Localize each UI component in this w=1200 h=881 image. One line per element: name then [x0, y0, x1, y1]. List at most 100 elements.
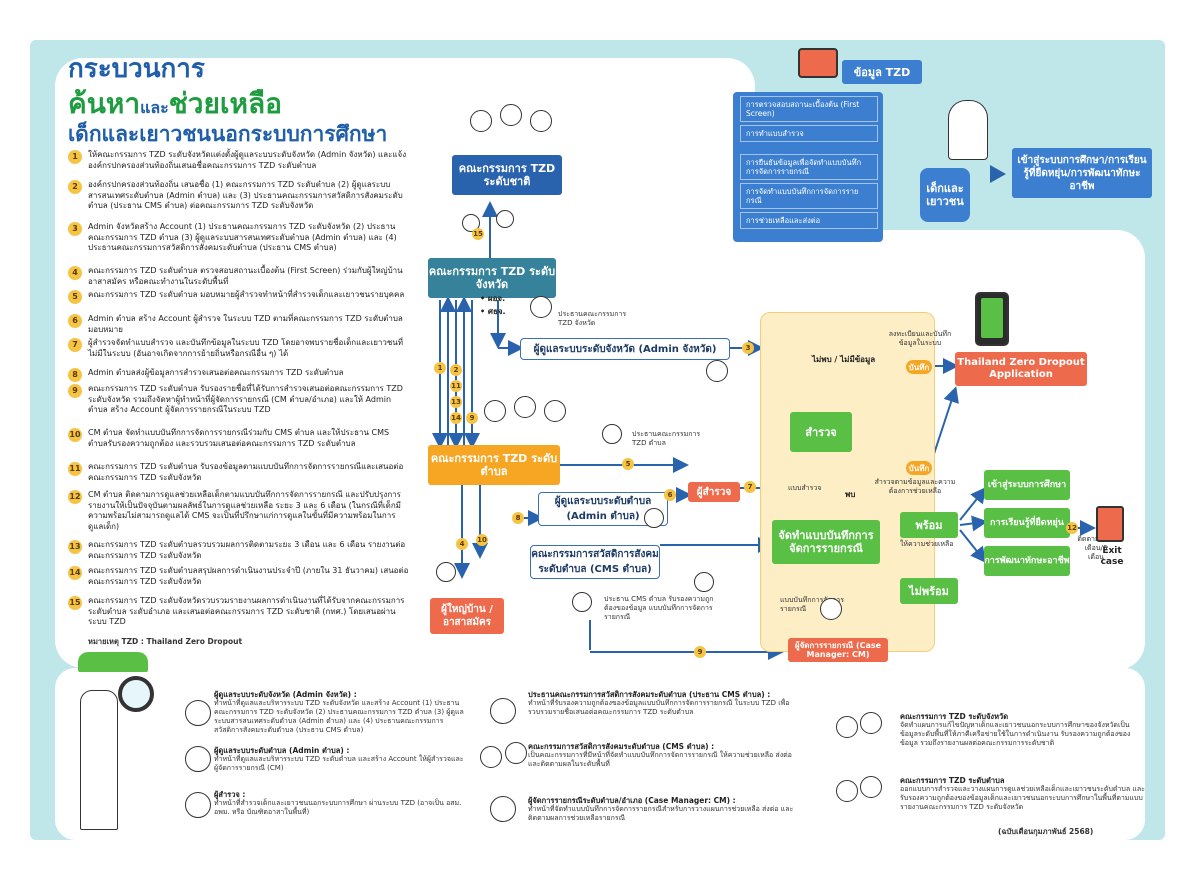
- not-found-label: ไม่พบ / ไม่มีข้อมูล: [812, 355, 876, 364]
- edge-3: 3: [742, 342, 754, 354]
- legend-text: ทำหน้าที่ดูแลและบริหารระบบ TZD ระดับจังห…: [214, 699, 464, 734]
- step-text: องค์กรปกครองส่วนท้องถิ่น เสนอชื่อ (1) คณ…: [88, 180, 403, 210]
- person-icon: [185, 792, 211, 818]
- person-icon: [462, 214, 480, 232]
- legend-item: คณะกรรมการสวัสดิการสังคมระดับตำบล (CMS ต…: [528, 742, 798, 769]
- sec-label: • ศธจ.: [480, 307, 506, 316]
- outcome-box: เข้าสู่ระบบการศึกษา/การเรียนรู้ที่ยืดหยุ…: [1012, 148, 1152, 198]
- legend-title: คณะกรรมการสวัสดิการสังคมระดับตำบล (CMS ต…: [528, 742, 715, 751]
- edge-9b: 9: [694, 646, 706, 658]
- legend-item: ประธานคณะกรรมการสวัสดิการสังคมระดับตำบล …: [528, 690, 798, 717]
- step-number: 7: [68, 338, 82, 352]
- chair-sub-note: ประธานคณะกรรมการ TZD ตำบล: [632, 430, 701, 447]
- po-label: • ผอจ.: [480, 294, 506, 303]
- person-icon: [514, 396, 536, 418]
- person-icon: [836, 780, 858, 802]
- child-label: เด็กและเยาวชน: [920, 168, 970, 222]
- edge-12: 12: [1066, 522, 1078, 534]
- person-icon: [860, 712, 882, 734]
- person-icon: [490, 796, 516, 822]
- found-label: พบ: [845, 490, 856, 499]
- node-village: ผู้ใหญ่บ้าน / อาสาสมัคร: [430, 598, 504, 634]
- step-number: 1: [68, 150, 82, 164]
- legend-text: ออกแบบการสำรวจและวางแผนการดูแลช่วยเหลือเ…: [900, 785, 1145, 811]
- edge-1: 1: [434, 362, 446, 374]
- paper-form-label: แบบสำรวจ: [788, 484, 822, 492]
- step-text: CM ตำบล ติดตามการดูแลช่วยเหลือเด็กตามแบบ…: [88, 490, 401, 531]
- person-icon: [185, 746, 211, 772]
- update-note: (ฉบับเดือนกุมภาพันธ์ 2568): [998, 827, 1094, 836]
- person-icon: [436, 562, 456, 582]
- person-icon: [602, 424, 622, 444]
- person-icon: [644, 508, 664, 528]
- step-text: Admin ตำบลส่งผู้ข้อมูลการสำรวจเสนอต่อคณะ…: [88, 368, 344, 377]
- person-icon: [505, 742, 527, 764]
- step-number: 5: [68, 290, 82, 304]
- step-text: Admin จังหวัดสร้าง Account (1) ประธานคณะ…: [88, 222, 397, 252]
- legend-text: ทำหน้าที่รับรองความถูกต้องของข้อมูลแบบบั…: [528, 699, 790, 716]
- edge-9: 9: [466, 412, 478, 424]
- step-text: คณะกรรมการ TZD ระดับตำบล ตรวจสอบสถานะเบื…: [88, 266, 403, 286]
- node-subdistrict: คณะกรรมการ TZD ระดับตำบล: [428, 445, 560, 485]
- person-icon: [572, 592, 592, 612]
- app-note: ลงทะเบียนและบันทึกข้อมูลในระบบ: [888, 330, 952, 347]
- record-label-2: บันทึก: [906, 461, 932, 475]
- tzd-header: ข้อมูล TZD: [842, 60, 922, 84]
- node-admin-province: ผู้ดูแลระบบระดับจังหวัด (Admin จังหวัด): [520, 338, 730, 360]
- arrow-icon: [990, 165, 1006, 183]
- person-icon: [480, 746, 502, 768]
- edge-15: 15: [472, 228, 484, 240]
- step-number: 8: [68, 368, 82, 382]
- node-cms: คณะกรรมการสวัสดิการสังคมระดับตำบล (CMS ต…: [530, 545, 660, 579]
- node-national: คณะกรรมการ TZD ระดับชาติ: [452, 155, 562, 195]
- tzd-item: การตรวจสอบสถานะเบื้องต้น (First Screen): [740, 96, 878, 122]
- person-icon: [484, 400, 506, 422]
- edge-4: 4: [456, 538, 468, 550]
- node-province: คณะกรรมการ TZD ระดับจังหวัด: [428, 258, 556, 298]
- person-icon: [530, 110, 552, 132]
- legend-text: เป็นคณะกรรมการที่มีหน้าที่จัดทำแบบบันทึก…: [528, 751, 792, 768]
- legend-title: คณะกรรมการ TZD ระดับจังหวัด: [900, 712, 1009, 721]
- ready-note: ให้ความช่วยเหลือ: [900, 540, 954, 548]
- title-line2: ค้นหาและช่วยเหลือ: [68, 88, 282, 119]
- step-number: 12: [68, 490, 82, 504]
- step-text: คณะกรรมการ TZD ระดับจังหวัดรวบรวมรายงานผ…: [88, 596, 405, 626]
- legend-text: ทำหน้าที่ดูแลและบริหารระบบ TZD ระดับตำบล…: [214, 755, 464, 772]
- follow-note: ติดตามผล 3 เดือน/6 เดือน: [1077, 535, 1114, 561]
- step-text: คณะกรรมการ TZD ระดับตำบล รับรองข้อมูลตาม…: [88, 462, 404, 482]
- legend-item: คณะกรรมการ TZD ระดับตำบลออกแบบการสำรวจแล…: [900, 776, 1145, 812]
- edge-6: 6: [664, 489, 676, 501]
- person-icon: [694, 572, 714, 592]
- step-item: 8 Admin ตำบลส่งผู้ข้อมูลการสำรวจเสนอต่อคณ…: [68, 368, 410, 382]
- person-icon: [836, 716, 858, 738]
- legend-text: ทำหน้าที่จัดทำแบบบันทึกการจัดการรายกรณีส…: [528, 805, 794, 822]
- person-icon: [860, 776, 882, 798]
- person-icon: [706, 360, 728, 382]
- edge-14: 14: [450, 412, 462, 424]
- step-text: ผู้สำรวจจัดทำแบบสำรวจ และบันทึกข้อมูลในร…: [88, 338, 404, 358]
- outcome-edu: เข้าสู่ระบบการศึกษา: [984, 470, 1070, 500]
- tzd-item: การจัดทำแบบบันทึกการจัดการรายกรณี: [740, 183, 878, 209]
- person-icon: [470, 110, 492, 132]
- step-text: คณะกรรมการ TZD ระดับตำบลสรุปผลการดำเนินง…: [88, 566, 409, 586]
- step-number: 13: [68, 540, 82, 554]
- explorer-figure-icon: [80, 690, 118, 830]
- legend-panel: [55, 668, 1145, 840]
- child-figure-icon: [948, 100, 988, 160]
- person-icon: [530, 296, 552, 318]
- chair-province-note: ประธานคณะกรรมการ TZD จังหวัด: [558, 310, 627, 327]
- step-text: คณะกรรมการ TZD ระดับตำบลรวบรวมผลการติดตา…: [88, 540, 406, 560]
- tzd-item: การทำแบบสำรวจ: [740, 125, 878, 142]
- step-number: 9: [68, 384, 82, 398]
- step-number: 6: [68, 314, 82, 328]
- person-icon: [185, 700, 211, 726]
- case-note: แบบบันทึกการจัดการรายกรณี: [780, 596, 844, 613]
- laptop-icon: [798, 48, 838, 78]
- title-line3: เด็กและเยาวชนนอกระบบการศึกษา: [68, 123, 388, 146]
- home-note: สำรวจตามข้อมูลและความต้องการช่วยเหลือ: [874, 478, 956, 495]
